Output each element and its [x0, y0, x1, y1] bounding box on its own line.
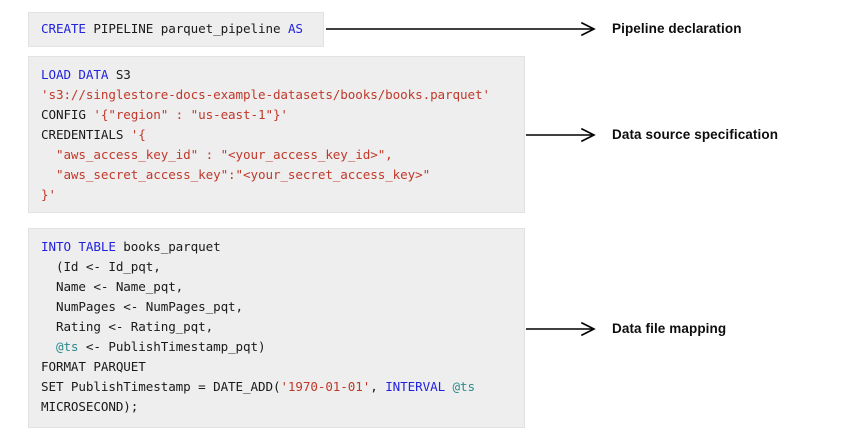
code-token: (Id <- Id_pqt,	[41, 259, 161, 274]
code-token: '{	[130, 127, 146, 142]
code-line: LOAD DATA S3	[41, 65, 514, 85]
code-block-pipeline-declaration: CREATE PIPELINE parquet_pipeline AS	[28, 12, 324, 47]
arrow-to-pipeline-declaration	[326, 21, 596, 37]
annotation-label-pipeline-declaration: Pipeline declaration	[612, 21, 742, 36]
code-token: ,	[370, 379, 386, 394]
code-token	[445, 379, 452, 394]
code-token	[41, 339, 56, 354]
annotation-label-data-file-mapping: Data file mapping	[612, 321, 727, 336]
code-token: CONFIG	[41, 107, 94, 122]
code-token: FORMAT PARQUET	[41, 359, 146, 374]
code-token: S3	[108, 67, 131, 82]
code-line: CREDENTIALS '{	[41, 125, 514, 145]
code-token: @ts	[452, 379, 476, 394]
code-block-data-file-mapping: INTO TABLE books_parquet (Id <- Id_pqt, …	[28, 228, 525, 428]
code-line: CONFIG '{"region" : "us-east-1"}'	[41, 105, 514, 125]
code-line: @ts <- PublishTimestamp_pqt)	[41, 337, 514, 357]
code-token: INTO TABLE	[41, 239, 116, 254]
arrow-to-data-source-specification	[526, 127, 596, 143]
code-token: books_parquet	[115, 239, 221, 254]
code-line: }'	[41, 185, 514, 205]
annotation-label-data-source-specification: Data source specification	[612, 127, 779, 142]
code-token: "aws_access_key_id" : "<your_access_key_…	[41, 147, 393, 162]
code-token: AS	[287, 21, 303, 36]
code-line: CREATE PIPELINE parquet_pipeline AS	[41, 19, 313, 39]
code-token: '{"region" : "us-east-1"}'	[93, 107, 288, 122]
code-token: MICROSECOND);	[41, 399, 139, 414]
code-token: Rating <- Rating_pqt,	[41, 319, 214, 334]
arrow-to-data-file-mapping	[526, 321, 596, 337]
code-token: <- PublishTimestamp_pqt)	[78, 339, 266, 354]
code-line: Rating <- Rating_pqt,	[41, 317, 514, 337]
code-token: @ts	[55, 339, 79, 354]
code-line: SET PublishTimestamp = DATE_ADD('1970-01…	[41, 377, 514, 397]
code-token: '1970-01-01'	[280, 379, 371, 394]
code-token: "aws_secret_access_key":"<your_secret_ac…	[41, 167, 431, 182]
code-token: PIPELINE parquet_pipeline	[85, 21, 288, 36]
code-block-data-source-specification: LOAD DATA S3 's3://singlestore-docs-examp…	[28, 56, 525, 213]
code-token: SET PublishTimestamp = DATE_ADD(	[41, 379, 281, 394]
code-line: (Id <- Id_pqt,	[41, 257, 514, 277]
code-line: NumPages <- NumPages_pqt,	[41, 297, 514, 317]
code-line: "aws_secret_access_key":"<your_secret_ac…	[41, 165, 514, 185]
code-line: "aws_access_key_id" : "<your_access_key_…	[41, 145, 514, 165]
code-token: NumPages <- NumPages_pqt,	[41, 299, 244, 314]
code-line: MICROSECOND);	[41, 397, 514, 417]
code-line: INTO TABLE books_parquet	[41, 237, 514, 257]
code-line: Name <- Name_pqt,	[41, 277, 514, 297]
code-token: LOAD DATA	[41, 67, 109, 82]
code-token: CREDENTIALS	[41, 127, 131, 142]
code-token: 's3://singlestore-docs-example-datasets/…	[41, 87, 490, 102]
code-line: FORMAT PARQUET	[41, 357, 514, 377]
code-token: CREATE	[41, 21, 86, 36]
code-token: INTERVAL	[385, 379, 446, 394]
code-token: Name <- Name_pqt,	[41, 279, 184, 294]
code-token: }'	[41, 187, 56, 202]
code-line: 's3://singlestore-docs-example-datasets/…	[41, 85, 514, 105]
